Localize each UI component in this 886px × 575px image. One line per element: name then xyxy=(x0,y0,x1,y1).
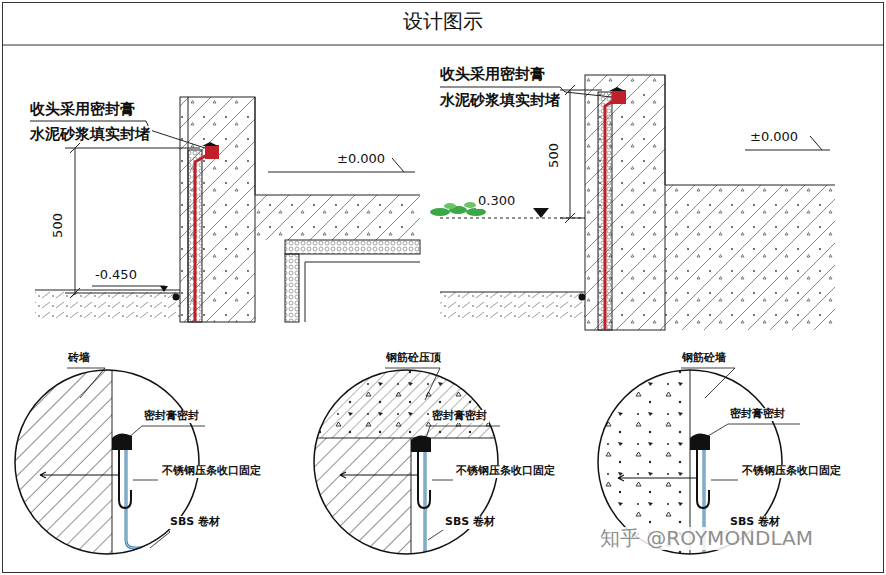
material-label: SBS 卷材 xyxy=(168,516,222,529)
dimension: 500 xyxy=(51,211,66,240)
material-label: 密封膏密封 xyxy=(430,410,489,423)
elevation: ±0.000 xyxy=(335,152,387,167)
material-label: 不锈钢压条收口固定 xyxy=(454,465,557,478)
elevation: -0.450 xyxy=(93,268,139,283)
material-label: 不锈钢压条收口固定 xyxy=(160,465,263,478)
material-label: 密封膏密封 xyxy=(142,410,201,423)
note: 水泥砂浆填实封堵 xyxy=(28,126,152,143)
material-label: 钢筋砼墙 xyxy=(680,352,728,365)
elevation: 0.300 xyxy=(476,194,517,209)
material-label: 钢筋砼压顶 xyxy=(384,352,443,365)
dimension: 500 xyxy=(547,141,562,170)
note: 收头采用密封膏 xyxy=(28,101,137,118)
material-label: 密封膏密封 xyxy=(728,408,787,421)
material-label: SBS 卷材 xyxy=(443,516,497,529)
table-heading: 设计图示 xyxy=(403,10,483,33)
note: 收头采用密封膏 xyxy=(438,66,547,83)
note: 水泥砂浆填实封堵 xyxy=(438,92,562,109)
material-label: 砖墙 xyxy=(66,352,92,365)
elevation: ±0.000 xyxy=(748,130,800,145)
material-label: 不锈钢压条收口固定 xyxy=(740,465,843,478)
watermark: 知乎 @ROYMONDLAM xyxy=(598,527,815,550)
